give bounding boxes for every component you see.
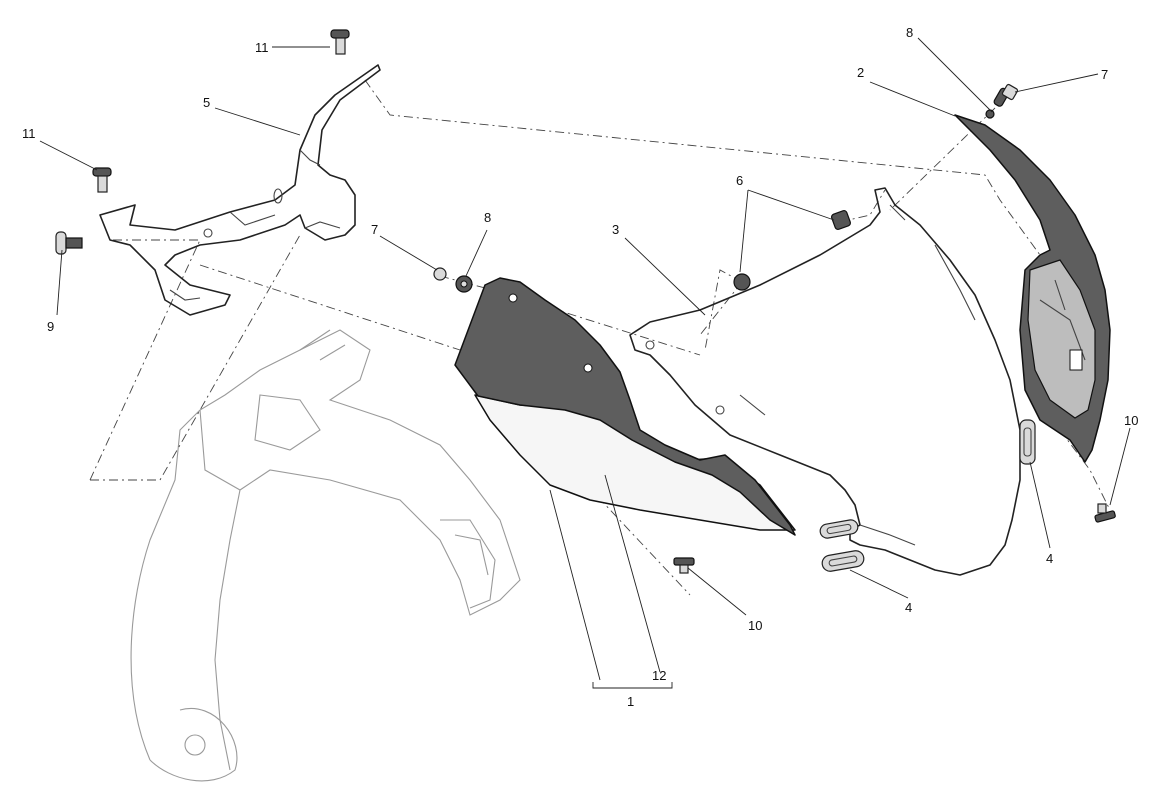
- callout-1: 1: [627, 694, 634, 709]
- screw-7-right-icon: [993, 83, 1019, 107]
- callout-6: 6: [736, 173, 743, 188]
- callout-11-top: 11: [255, 40, 269, 55]
- hardware: [55, 29, 1116, 574]
- inner-panel-part: [629, 187, 1036, 576]
- nut-6-a-icon: [733, 273, 751, 291]
- clip-10-right-icon: [1094, 503, 1116, 523]
- nut-6-b-icon: [830, 209, 852, 231]
- callout-10-center: 10: [748, 618, 762, 633]
- callout-labels: 11 11 5 9 7 8 3 6 2 8 7 10 10 4 4 12 1: [22, 25, 1138, 709]
- front-cover-part: [954, 114, 1111, 463]
- washer-8-right-icon: [985, 109, 995, 119]
- callout-4-right: 4: [1046, 551, 1053, 566]
- washer-7-icon: [433, 267, 447, 281]
- callout-8-left: 8: [484, 210, 491, 225]
- assembly-lines: [89, 79, 1111, 596]
- callout-10-right: 10: [1124, 413, 1138, 428]
- screw-11-top-icon: [330, 29, 350, 55]
- callout-7-left: 7: [371, 222, 378, 237]
- nut-8-icon: [455, 275, 473, 293]
- callout-11-left: 11: [22, 126, 36, 141]
- side-fairing-part: [454, 277, 796, 536]
- callout-5: 5: [203, 95, 210, 110]
- callout-2: 2: [857, 65, 864, 80]
- callout-4-lower: 4: [905, 600, 912, 615]
- callout-3: 3: [612, 222, 619, 237]
- bracket-part: [99, 64, 381, 316]
- callout-9: 9: [47, 319, 54, 334]
- screw-9-icon: [55, 231, 83, 255]
- callout-7-right: 7: [1101, 67, 1108, 82]
- clip-10-center-icon: [673, 557, 695, 574]
- leader-lines: [39, 37, 1131, 689]
- callout-12: 12: [652, 668, 666, 683]
- frame-outline: [130, 329, 521, 782]
- screw-11-left-icon: [92, 167, 112, 193]
- callout-8-right: 8: [906, 25, 913, 40]
